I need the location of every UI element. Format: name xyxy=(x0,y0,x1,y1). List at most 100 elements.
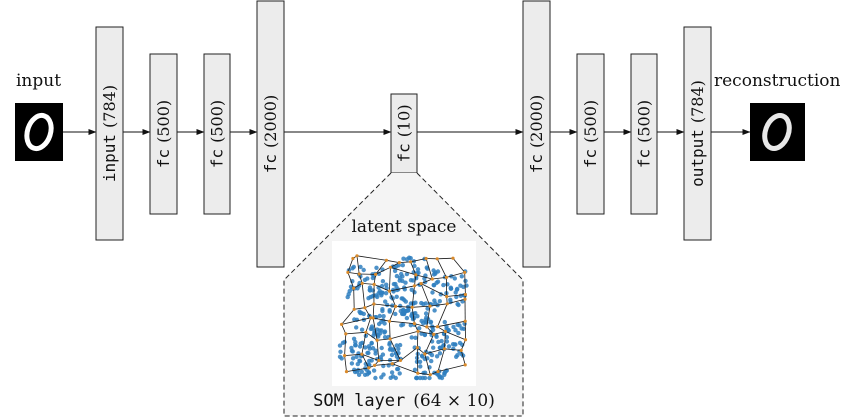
latent-point xyxy=(376,285,381,290)
som-node xyxy=(459,348,463,352)
som-node xyxy=(387,319,392,323)
latent-point xyxy=(387,308,392,313)
som-edge xyxy=(373,284,390,292)
som-node xyxy=(430,277,434,281)
som-edge xyxy=(460,350,466,366)
layer-name: fc xyxy=(581,149,600,168)
som-edge xyxy=(344,333,347,356)
latent-point xyxy=(451,324,456,330)
som-node xyxy=(442,347,447,351)
latent-point xyxy=(353,343,358,348)
layer-size: (2000) xyxy=(527,95,546,148)
latent-point xyxy=(456,330,461,336)
latent-point xyxy=(370,275,375,281)
latent-point xyxy=(382,335,388,340)
som-node xyxy=(364,330,368,334)
latent-point xyxy=(431,272,437,277)
som-node xyxy=(343,354,347,358)
som-node xyxy=(360,281,364,285)
latent-point xyxy=(374,265,379,270)
latent-point xyxy=(376,332,381,337)
som-edge xyxy=(390,262,400,268)
som-edge xyxy=(444,348,462,351)
layer-size: (784) xyxy=(688,80,707,123)
latent-point xyxy=(347,288,352,294)
latent-point xyxy=(353,339,358,345)
latent-point xyxy=(337,354,343,359)
svg-text:SOM layer(64 × 10): SOM layer(64 × 10) xyxy=(313,391,495,411)
som-edge xyxy=(416,347,419,374)
som-node xyxy=(443,329,447,334)
som-edge xyxy=(341,324,347,335)
som-edge xyxy=(410,261,417,276)
som-edge xyxy=(358,273,363,284)
latent-point xyxy=(376,271,382,276)
som-edge xyxy=(437,320,466,328)
latent-point xyxy=(421,301,426,307)
som-edge xyxy=(373,317,390,322)
reconstruction-caption: reconstruction xyxy=(714,71,841,91)
som-edge xyxy=(417,330,434,335)
latent-point xyxy=(415,314,420,319)
latent-point xyxy=(373,375,378,381)
latent-point xyxy=(348,284,354,289)
som-node xyxy=(397,261,401,265)
som-edge xyxy=(364,303,375,309)
som-node xyxy=(387,289,391,293)
svg-text:fc(2000): fc(2000) xyxy=(527,95,546,173)
som-edge xyxy=(375,260,387,275)
latent-point xyxy=(406,305,411,310)
latent-point xyxy=(422,332,428,338)
latent-point xyxy=(453,290,458,295)
som-edge xyxy=(365,317,372,333)
latent-point xyxy=(355,286,360,291)
latent-point xyxy=(403,280,408,285)
som-node xyxy=(435,257,439,261)
latent-point xyxy=(448,285,453,290)
layer-size: (500) xyxy=(581,100,600,143)
latent-point xyxy=(417,326,422,331)
latent-point xyxy=(463,278,468,284)
svg-text:fc(500): fc(500) xyxy=(635,100,654,168)
latent-point xyxy=(367,285,373,290)
latent-point xyxy=(418,364,423,369)
latent-point xyxy=(373,348,378,353)
som-edge xyxy=(341,309,355,325)
latent-point xyxy=(408,278,414,283)
latent-point xyxy=(458,293,463,298)
som-node xyxy=(432,332,436,336)
latent-point xyxy=(420,375,425,381)
latent-point xyxy=(358,264,363,270)
latent-point xyxy=(445,282,450,287)
latent-point xyxy=(377,313,382,319)
som-node xyxy=(346,270,350,274)
som-edge xyxy=(374,363,393,366)
latent-point xyxy=(354,369,360,374)
som-edge xyxy=(364,307,372,319)
latent-point xyxy=(412,367,418,372)
latent-point xyxy=(413,300,418,305)
latent-point xyxy=(437,299,442,304)
som-node xyxy=(416,371,420,375)
som-edge xyxy=(425,258,433,280)
som-layer-name: SOM layer xyxy=(313,391,405,411)
latent-point xyxy=(398,303,403,309)
som-node xyxy=(463,292,467,297)
svg-text:fc(500): fc(500) xyxy=(208,100,227,168)
latent-point xyxy=(427,375,432,381)
latent-point xyxy=(441,282,446,288)
latent-point xyxy=(369,326,375,331)
output-image xyxy=(750,103,805,161)
som-node xyxy=(371,316,375,320)
som-edge xyxy=(411,307,415,324)
som-edge xyxy=(361,353,379,361)
som-edge xyxy=(347,272,355,289)
som-node xyxy=(374,272,378,276)
latent-point xyxy=(417,359,423,364)
som-edge xyxy=(400,347,418,361)
svg-text:output(784): output(784) xyxy=(688,80,707,187)
latent-point xyxy=(397,371,402,376)
som-edge xyxy=(356,255,387,261)
network-layers: input(784) fc(500) fc(500) fc(2000) fc(1… xyxy=(95,0,712,268)
som-node xyxy=(372,302,376,306)
